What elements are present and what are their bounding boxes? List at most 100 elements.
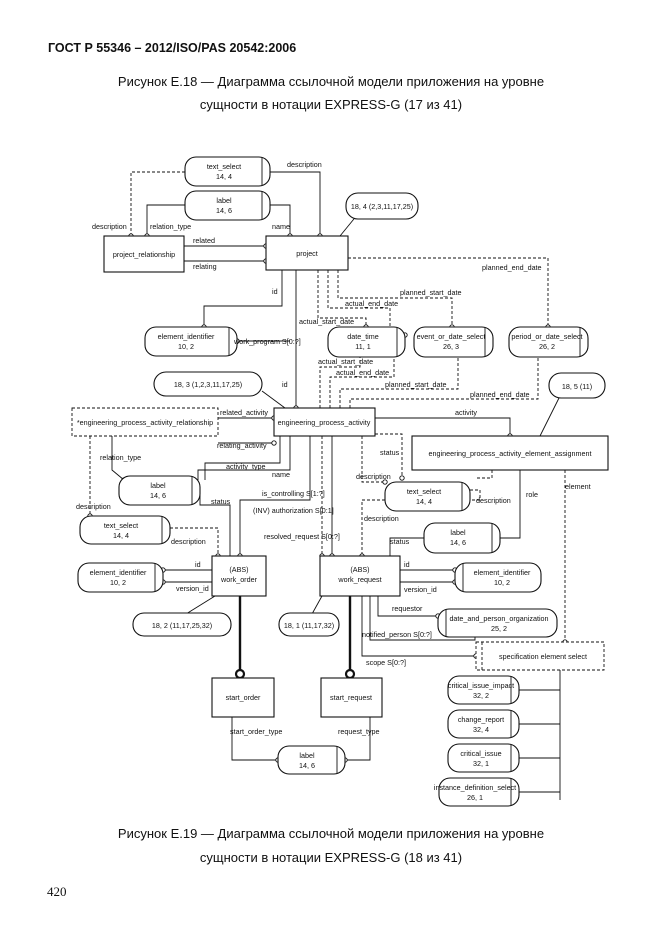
attr-requestor: requestor [392,604,423,613]
attr-description-4: description [476,496,511,505]
entity-work-order [211,555,267,597]
ref-element-identifier-3 [454,562,542,593]
attr-version-id-2: version_id [404,585,437,594]
attr-resolved-request: resolved_request S[0:?] [264,532,340,541]
conn-request-type [345,717,371,761]
entity-epa-relationship-label: *engineering_process_activity_relationsh… [77,418,213,427]
attr-scope: scope S[0:?] [366,658,406,667]
entity-start-request-label: start_request [330,693,372,702]
entity-project-relationship-label: project_relationship [113,250,175,259]
ref-text-select-left-name: text_select [104,521,138,530]
ref-element-identifier-1 [144,326,238,357]
conn-planned-end-date-1 [348,257,549,327]
ref-epaea [548,372,606,399]
attr-actual-start-date-2: actual_start_date [318,357,373,366]
attr-description-6: description [364,514,399,523]
conn-id-1 [203,270,283,327]
entity-project [265,235,349,271]
ref-label-mid-page: 14, 6 [150,491,166,500]
ref-change-report-name: change_report [458,715,504,724]
subtype-circles [234,668,356,680]
conn-planned-start-date-1 [337,270,453,327]
ref-label-right [423,522,501,554]
ref-event-or-date-select-name: event_or_date_select [417,332,486,341]
ref-period-or-date-select-name: period_or_date_select [511,332,582,341]
attr-description-3: description [356,472,391,481]
ref-critical-issue-name: critical_issue [460,749,501,758]
attr-relating-activity: relating_activity [217,441,267,450]
ref-label-right-page: 14, 6 [450,538,466,547]
entity-work-request [319,555,401,597]
attr-name-1: name [272,222,290,231]
attr-actual-end-date-2: actual_end_date [336,368,389,377]
ref-work-request-label: 18, 1 (11,17,32) [284,621,334,630]
conn-name-2 [204,436,281,480]
conn-requestor [377,596,438,617]
entity-project-label: project [296,249,318,258]
ref-date-time-name: date_time [347,332,379,341]
conn-description-4 [361,436,385,483]
ref-text-select-top [184,156,271,187]
conn-is-controlling [239,436,311,556]
ref-date-and-person-organization-name: date_and_person_organization [449,614,548,623]
attr-description-5: description [76,502,111,511]
attr-request-type: request_type [338,727,380,736]
standard-header: ГОСТ Р 55346 – 2012/ISO/PAS 20542:2006 [48,41,297,55]
attr-version-id-1: version_id [176,584,209,593]
entity-work-request-abs: (ABS) [350,565,369,574]
entity-work-order-label: work_order [220,575,258,584]
ref-element-identifier-3-name: element_identifier [474,568,531,577]
attr-id-1: id [272,287,278,296]
ref-critical-issue [447,743,520,773]
ref-label-mid-name: label [150,481,166,490]
conn-actual-start-date-2 [319,357,361,408]
ref-epa-label: 18, 3 (1,2,3,11,17,25) [174,380,242,389]
ref-text-select-left-page: 14, 4 [113,531,129,540]
ref-date-time-page: 11, 1 [355,342,370,351]
conn-scope [361,596,476,657]
attr-work-program: work_program S[0:?] [233,337,301,346]
ref-label-top-page: 14, 6 [216,206,232,215]
ref-critical-issue-page: 32, 1 [473,759,489,768]
ref-text-select-mid-right-name: text_select [407,487,441,496]
attr-related: related [193,236,215,245]
ref-date-and-person-organization [437,608,558,638]
ref-instance-definition-select [438,777,520,807]
conn-relation-type [146,204,185,236]
attr-planned-end-date-1: planned_end_date [482,263,542,272]
entity-epaea [411,435,609,471]
ref-text-select-top-page: 14, 4 [216,172,232,181]
attr-related-activity: related_activity [220,408,268,417]
ref-text-select-mid-right-page: 14, 4 [416,497,432,506]
ref-element-identifier-3-page: 10, 2 [494,578,510,587]
attr-actual-start-date-1: actual_start_date [299,317,354,326]
ref-element-identifier-1-name: element_identifier [158,332,215,341]
conn-work-order-ref [185,595,216,615]
attr-relation-type-2: relation_type [100,453,141,462]
attr-id-2: id [282,380,288,389]
conn-relation-type-2 [111,436,125,481]
entity-start-request [320,677,383,718]
conn-name-1 [270,204,291,236]
attr-description-7: description [171,537,206,546]
ref-element-identifier-2 [77,562,164,593]
attr-planned-start-date-1: planned_start_date [400,288,462,297]
ref-label-top [184,190,271,221]
attr-element: element [565,482,591,491]
ref-period-or-date-select-page: 26, 2 [539,342,555,351]
ref-label-right-name: label [450,528,466,537]
ref-epaea-label: 18, 5 (11) [562,382,592,391]
ref-instance-definition-select-name: instance_definition_select [434,783,516,792]
ref-epa [153,371,263,397]
ref-element-identifier-2-page: 10, 2 [110,578,126,587]
ref-element-identifier-1-page: 10, 2 [178,342,194,351]
ref-project [345,192,419,220]
ref-critical-issue-impact [447,675,520,705]
conn-description-7 [477,470,493,479]
ref-change-report [447,709,520,739]
ref-event-or-date-select [413,326,494,358]
attr-name-2: name [272,470,290,479]
conn-status-3 [389,537,424,556]
